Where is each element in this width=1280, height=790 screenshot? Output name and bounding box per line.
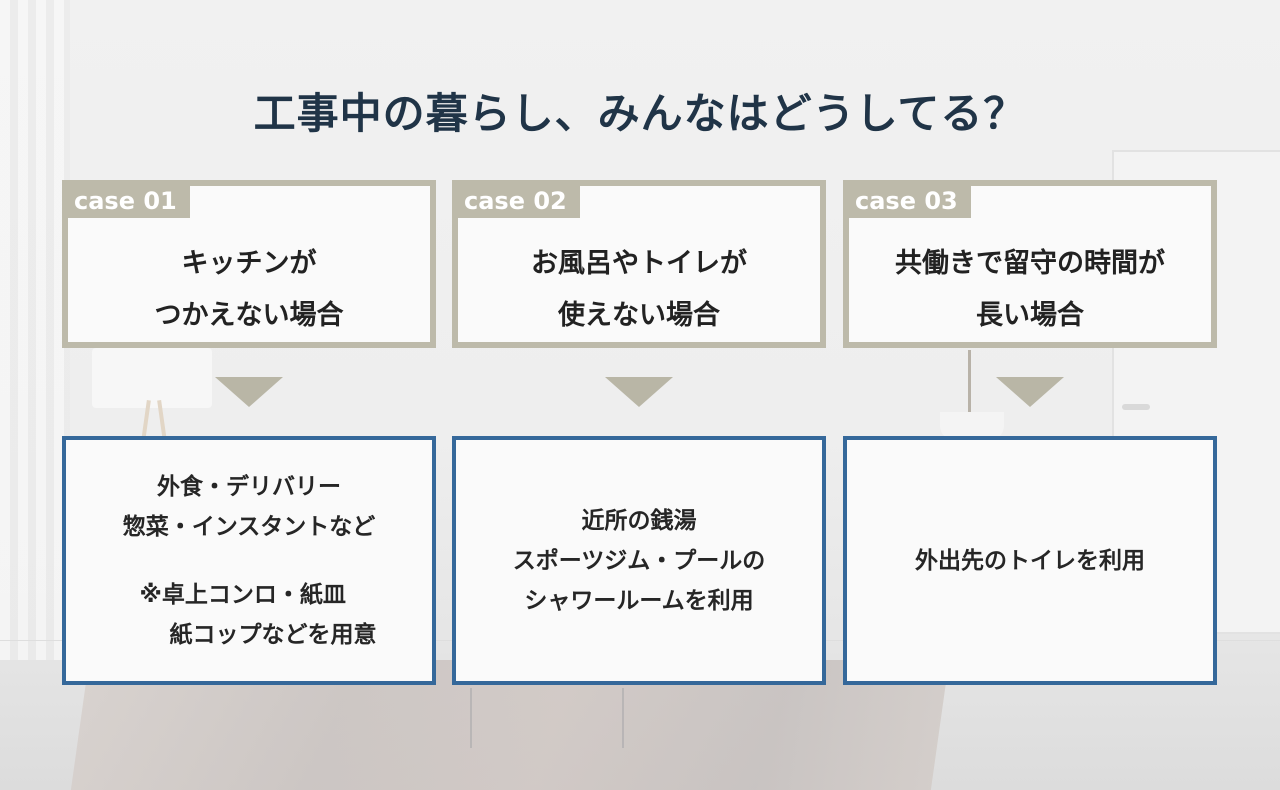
case-card-body bbox=[458, 218, 820, 342]
down-arrow-icon bbox=[605, 377, 673, 407]
answer-content: 外食・デリバリー 惣菜・インスタントなど ※卓上コンロ・紙皿 紙コップなどを用意 bbox=[122, 467, 377, 655]
situation-line: 長い場合 bbox=[976, 300, 1084, 331]
situation-line: キッチンが bbox=[181, 248, 317, 279]
case-situation: 共働きで留守の時間が 長い場合 bbox=[843, 238, 1217, 342]
door-handle-decoration bbox=[1122, 404, 1150, 410]
case-card-top-fill bbox=[971, 186, 1211, 220]
case-card-top-fill bbox=[580, 186, 820, 220]
plant-pot-decoration bbox=[940, 412, 1004, 440]
situation-line: つかえない場合 bbox=[154, 300, 344, 331]
page-title: 工事中の暮らし、みんなはどうしてる？ bbox=[253, 89, 1027, 138]
answer-line: スポーツジム・プールの bbox=[512, 547, 766, 574]
note-line: ※卓上コンロ・紙皿 bbox=[139, 581, 346, 608]
answer-content: 近所の銭湯 スポーツジム・プールの シャワールームを利用 bbox=[513, 501, 766, 621]
answer-card-01: 外食・デリバリー 惣菜・インスタントなど ※卓上コンロ・紙皿 紙コップなどを用意 bbox=[62, 436, 436, 685]
answer-line: 惣菜・インスタントなど bbox=[122, 513, 376, 540]
answer-note: ※卓上コンロ・紙皿 紙コップなどを用意 bbox=[122, 575, 377, 655]
case-card-01: case 01 キッチンが つかえない場合 bbox=[62, 180, 436, 348]
answer-content: 外出先のトイレを利用 bbox=[915, 541, 1145, 581]
case-situation: お風呂やトイレが 使えない場合 bbox=[452, 238, 826, 342]
case-card-body bbox=[68, 218, 430, 342]
curtain-decoration bbox=[0, 0, 70, 660]
situation-line: 使えない場合 bbox=[558, 300, 720, 331]
table-decoration bbox=[470, 688, 624, 748]
case-card-top-fill bbox=[190, 186, 430, 220]
plant-decoration bbox=[968, 350, 971, 414]
case-label: case 02 bbox=[464, 187, 567, 215]
answer-line: 外食・デリバリー bbox=[157, 473, 341, 500]
situation-line: お風呂やトイレが bbox=[531, 248, 747, 279]
case-card-03: case 03 共働きで留守の時間が 長い場合 bbox=[843, 180, 1217, 348]
situation-line: 共働きで留守の時間が bbox=[895, 248, 1165, 279]
case-situation: キッチンが つかえない場合 bbox=[62, 238, 436, 342]
answer-line: シャワールームを利用 bbox=[524, 587, 754, 614]
down-arrow-icon bbox=[215, 377, 283, 407]
answer-line: 近所の銭湯 bbox=[581, 507, 697, 534]
case-label: case 01 bbox=[74, 187, 177, 215]
case-card-body bbox=[849, 218, 1211, 342]
down-arrow-icon bbox=[996, 377, 1064, 407]
answer-card-02: 近所の銭湯 スポーツジム・プールの シャワールームを利用 bbox=[452, 436, 826, 685]
answer-card-03: 外出先のトイレを利用 bbox=[843, 436, 1217, 685]
note-line: 紙コップなどを用意 bbox=[169, 621, 377, 648]
case-label: case 03 bbox=[855, 187, 958, 215]
answer-line: 外出先のトイレを利用 bbox=[915, 547, 1145, 574]
lamp-decoration bbox=[92, 348, 212, 408]
case-card-02: case 02 お風呂やトイレが 使えない場合 bbox=[452, 180, 826, 348]
